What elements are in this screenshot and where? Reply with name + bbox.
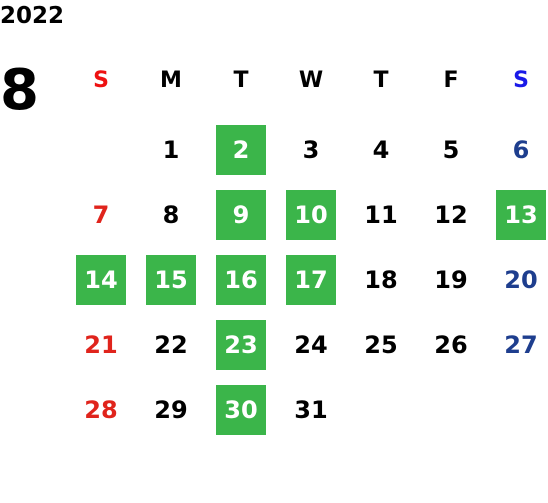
weekday-header: W — [298, 67, 324, 93]
day-cell: 18 — [364, 266, 398, 294]
day-cell: 6 — [512, 136, 530, 164]
day-cell: 7 — [92, 201, 110, 229]
day-cell: 19 — [434, 266, 468, 294]
month-label: 8 — [0, 58, 39, 123]
day-cell: 11 — [364, 201, 398, 229]
day-cell-highlighted: 16 — [216, 255, 266, 305]
day-cell: 5 — [442, 136, 460, 164]
day-cell: 21 — [84, 331, 118, 359]
day-cell: 8 — [162, 201, 180, 229]
weekday-header: F — [443, 67, 459, 93]
day-cell: 4 — [372, 136, 390, 164]
day-cell: 29 — [154, 396, 188, 424]
day-cell: 1 — [162, 136, 180, 164]
day-cell: 26 — [434, 331, 468, 359]
day-cell: 25 — [364, 331, 398, 359]
day-cell: 20 — [504, 266, 538, 294]
weekday-header: S — [513, 67, 529, 93]
day-cell-highlighted: 9 — [216, 190, 266, 240]
day-cell-highlighted: 15 — [146, 255, 196, 305]
day-cell-highlighted: 2 — [216, 125, 266, 175]
day-cell-highlighted: 14 — [76, 255, 126, 305]
day-cell: 3 — [302, 136, 320, 164]
day-cell: 31 — [294, 396, 328, 424]
year-label: 2022 — [0, 3, 65, 29]
day-cell-highlighted: 30 — [216, 385, 266, 435]
weekday-header: T — [373, 67, 389, 93]
weekday-header: S — [93, 67, 109, 93]
day-cell: 28 — [84, 396, 118, 424]
day-cell-highlighted: 13 — [496, 190, 546, 240]
day-cell: 12 — [434, 201, 468, 229]
day-cell-highlighted: 17 — [286, 255, 336, 305]
day-cell: 24 — [294, 331, 328, 359]
day-cell: 22 — [154, 331, 188, 359]
day-cell-highlighted: 10 — [286, 190, 336, 240]
day-cell: 27 — [504, 331, 538, 359]
day-cell-highlighted: 23 — [216, 320, 266, 370]
weekday-header: M — [160, 67, 182, 93]
weekday-header: T — [233, 67, 249, 93]
